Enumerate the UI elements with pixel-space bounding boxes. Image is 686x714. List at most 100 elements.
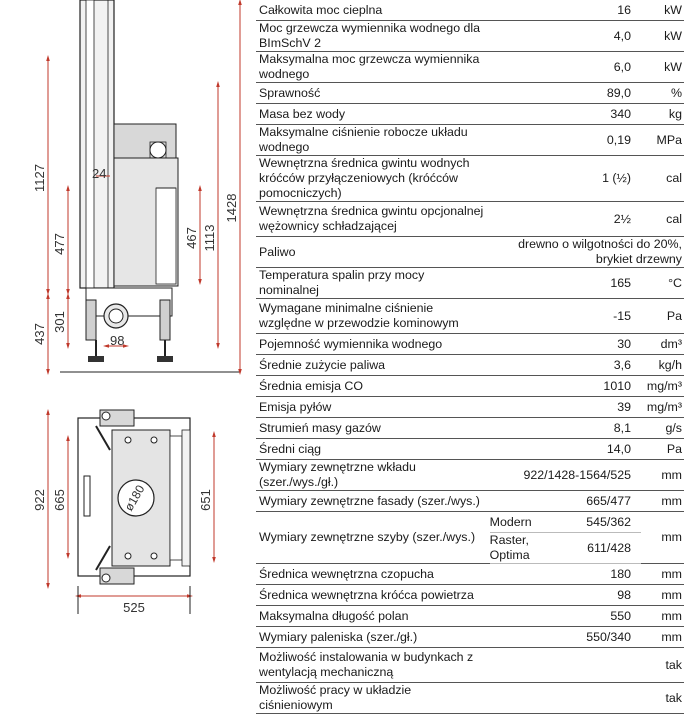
spec-label: Średnia emisja CO bbox=[256, 375, 490, 397]
spec-value bbox=[489, 647, 641, 683]
spec-unit: mm bbox=[641, 563, 684, 585]
top-view-drawing bbox=[77, 409, 191, 585]
spec-label: Emisja pyłów bbox=[256, 396, 490, 418]
spec-value: 16 bbox=[489, 0, 641, 21]
top-view-dimensions bbox=[46, 409, 216, 614]
spec-sub-name: Modern bbox=[489, 511, 574, 533]
spec-label: Możliwość instalowania w budynkach z wen… bbox=[256, 647, 490, 683]
spec-value: 98 bbox=[489, 584, 641, 606]
spec-row: Możliwość instalowania w budynkach z wen… bbox=[256, 647, 684, 683]
spec-row: Maksymalna moc grzewcza wymiennika wodne… bbox=[256, 51, 684, 83]
spec-value: 340 bbox=[489, 103, 641, 125]
spec-value: 1010 bbox=[489, 375, 641, 397]
spec-unit: kW bbox=[641, 20, 684, 52]
spec-value: 1 (½) bbox=[489, 155, 641, 202]
spec-unit: mm bbox=[641, 605, 684, 627]
spec-label: Wewnętrzna średnica gwintu opcjonalnej w… bbox=[256, 201, 490, 237]
side-view-drawing bbox=[60, 0, 240, 373]
dim-477: 477 bbox=[52, 233, 67, 255]
spec-row: Wymiary zewnętrzne szyby (szer./wys.)Mod… bbox=[256, 511, 684, 564]
spec-unit: kg/h bbox=[641, 354, 684, 376]
spec-unit: tak bbox=[641, 682, 684, 714]
spec-row: Wewnętrzna średnica gwintu wodnych króćc… bbox=[256, 155, 684, 202]
spec-unit: kg bbox=[641, 103, 684, 125]
spec-unit: Pa bbox=[641, 298, 684, 334]
spec-value: 665/477 bbox=[489, 490, 641, 512]
spec-row: Wymiary zewnętrzne wkładu (szer./wys./gł… bbox=[256, 459, 684, 491]
dim-98: 98 bbox=[110, 333, 124, 348]
spec-value: 14,0 bbox=[489, 438, 641, 460]
dim-437: 437 bbox=[32, 323, 47, 345]
spec-unit: mm bbox=[641, 584, 684, 606]
technical-drawings: 1127 477 437 301 24 1428 1113 467 98 922… bbox=[32, 0, 242, 615]
dim-922: 922 bbox=[32, 489, 47, 511]
spec-value: 550/340 bbox=[489, 626, 641, 648]
spec-label: Temperatura spalin przy mocy nominalnej bbox=[256, 267, 490, 299]
spec-unit: kW bbox=[641, 0, 684, 21]
spec-row: Wewnętrzna średnica gwintu opcjonalnej w… bbox=[256, 201, 684, 237]
spec-value: 6,0 bbox=[489, 51, 641, 83]
spec-value: -15 bbox=[489, 298, 641, 334]
spec-unit: cal bbox=[641, 201, 684, 237]
spec-label: Maksymalna długość polan bbox=[256, 605, 490, 627]
spec-value: 8,1 bbox=[489, 417, 641, 439]
spec-label: Średnica wewnętrzna czopucha bbox=[256, 563, 490, 585]
dim-1428: 1428 bbox=[224, 194, 239, 223]
spec-label: Wymiary zewnętrzne wkładu (szer./wys./gł… bbox=[256, 459, 490, 491]
spec-label: Wymagane minimalne ciśnienie względne w … bbox=[256, 298, 490, 334]
spec-label: Moc grzewcza wymiennika wodnego dla BImS… bbox=[256, 20, 490, 52]
spec-label: Strumień masy gazów bbox=[256, 417, 490, 439]
spec-unit: kW bbox=[641, 51, 684, 83]
spec-label: Średnica wewnętrzna króćca powietrza bbox=[256, 584, 490, 606]
spec-unit: mm bbox=[641, 626, 684, 648]
spec-unit: % bbox=[641, 82, 684, 104]
spec-value: 89,0 bbox=[489, 82, 641, 104]
spec-label: Maksymalna moc grzewcza wymiennika wodne… bbox=[256, 51, 490, 83]
spec-label: Wewnętrzna średnica gwintu wodnych króćc… bbox=[256, 155, 490, 202]
spec-unit: MPa bbox=[641, 124, 684, 156]
spec-label: Masa bez wody bbox=[256, 103, 490, 125]
spec-unit: mg/m³ bbox=[641, 375, 684, 397]
spec-unit: cal bbox=[641, 155, 684, 202]
spec-unit: tak bbox=[641, 647, 684, 683]
dim-1127: 1127 bbox=[32, 164, 47, 192]
spec-label: Średnie zużycie paliwa bbox=[256, 354, 490, 376]
spec-sub-value: 545/362 bbox=[573, 511, 641, 533]
dim-525: 525 bbox=[123, 600, 145, 615]
spec-label: Średni ciąg bbox=[256, 438, 490, 460]
spec-unit: mm bbox=[641, 490, 684, 512]
spec-label: Maksymalne ciśnienie robocze układu wodn… bbox=[256, 124, 490, 156]
spec-sub-name: Raster, Optima bbox=[489, 532, 574, 564]
dim-467: 467 bbox=[184, 227, 199, 249]
dim-1113: 1113 bbox=[202, 225, 217, 252]
dim-665: 665 bbox=[52, 489, 67, 511]
dim-24: 24 bbox=[92, 166, 106, 181]
spec-value: 922/1428-1564/525 bbox=[489, 459, 641, 491]
spec-value: 39 bbox=[489, 396, 641, 418]
spec-unit: Pa bbox=[641, 438, 684, 460]
spec-sub-value: 611/428 bbox=[573, 532, 641, 564]
spec-label: Sprawność bbox=[256, 82, 490, 104]
spec-value: 30 bbox=[489, 333, 641, 355]
spec-value: 0,19 bbox=[489, 124, 641, 156]
spec-value bbox=[489, 682, 641, 714]
spec-label: Całkowita moc cieplna bbox=[256, 0, 490, 21]
spec-label: Paliwo bbox=[256, 236, 490, 268]
spec-row: Maksymalne ciśnienie robocze układu wodn… bbox=[256, 124, 684, 156]
spec-row: Wymagane minimalne ciśnienie względne w … bbox=[256, 298, 684, 334]
spec-unit: dm³ bbox=[641, 333, 684, 355]
